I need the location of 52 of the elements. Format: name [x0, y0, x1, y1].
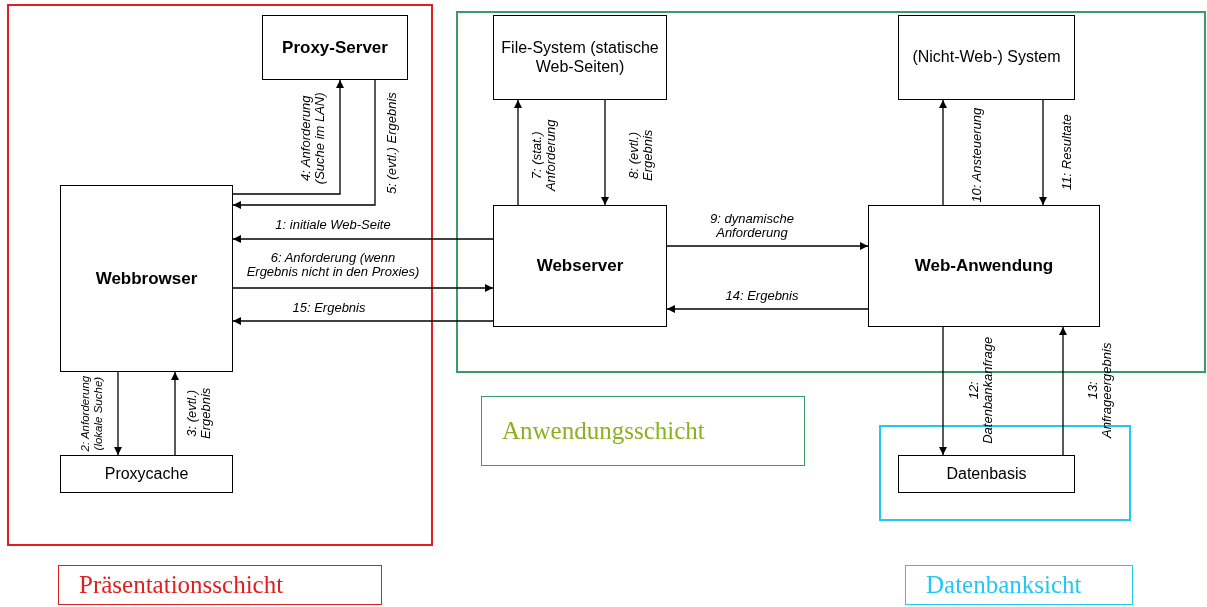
- edge-label: 9: dynamische Anforderung: [709, 211, 795, 241]
- arrow: [666, 242, 869, 250]
- edge-label: 5: (evtl.) Ergebnis: [384, 91, 400, 197]
- component-box: [262, 15, 408, 80]
- component-box: [868, 205, 1100, 327]
- component-name: Datenbasis: [946, 464, 1027, 484]
- layer-label-box: [905, 565, 1133, 605]
- arrow: [232, 317, 494, 325]
- arrow: [232, 235, 494, 243]
- arrow: [514, 99, 522, 206]
- component-box: [60, 455, 233, 493]
- arrow: [114, 371, 122, 456]
- arrow: [666, 305, 869, 313]
- component-name: (Nicht-Web-) System: [912, 48, 1061, 67]
- arrow: [939, 326, 947, 456]
- edge-label: 8: (evtl.) Ergebnis: [626, 128, 656, 183]
- edge-label: 7: (stat.) Anforderung: [529, 118, 559, 194]
- edge-label: 2: Anforderung (lokale Suche): [79, 374, 105, 454]
- component-box: [60, 185, 233, 372]
- component-name: Proxycache: [104, 464, 189, 484]
- edge-label: 14: Ergebnis: [724, 289, 800, 304]
- arrow: [1039, 99, 1047, 206]
- component-name: File-System (statische Web-Seiten): [500, 39, 660, 76]
- edge-label: 13: Anfrageergebnis: [1085, 341, 1115, 441]
- edge-label: 10: Ansteuerung: [969, 107, 985, 203]
- component-box: [898, 15, 1075, 100]
- component-box: [898, 455, 1075, 493]
- layer-label-box: [481, 396, 805, 466]
- component-box: [493, 15, 667, 100]
- edge-label: 12: Datenbankanfrage: [966, 335, 996, 446]
- component-box: [493, 205, 667, 327]
- arrow: [171, 371, 179, 456]
- edge-label: 3: (evtl.) Ergebnis: [184, 386, 214, 441]
- component-name: Web-Anwendung: [914, 256, 1054, 276]
- component-name: Webserver: [536, 256, 624, 276]
- edge-label: 1: initiale Web-Seite: [274, 218, 392, 233]
- layer-label-box: [58, 565, 382, 605]
- arrow: [232, 79, 376, 209]
- layer-name: Präsentationsschicht: [79, 570, 284, 600]
- component-name: Webbrowser: [95, 268, 198, 289]
- arrow: [232, 79, 344, 195]
- edge-label: 15: Ergebnis: [291, 301, 367, 316]
- arrow: [1059, 326, 1067, 456]
- arrow: [939, 99, 947, 206]
- edge-label: 4: Anforderung (Suche im LAN): [298, 90, 328, 186]
- edge-label: 6: Anforderung (wenn Ergebnis nicht in den Proxies): [245, 250, 421, 280]
- edge-label: 11: Resultate: [1059, 113, 1075, 192]
- component-name: Proxy-Server: [282, 37, 388, 58]
- arrow: [601, 99, 609, 206]
- layer-name: Anwendungsschicht: [502, 416, 705, 446]
- arrow: [232, 284, 494, 292]
- layer-name: Datenbanksicht: [926, 570, 1082, 600]
